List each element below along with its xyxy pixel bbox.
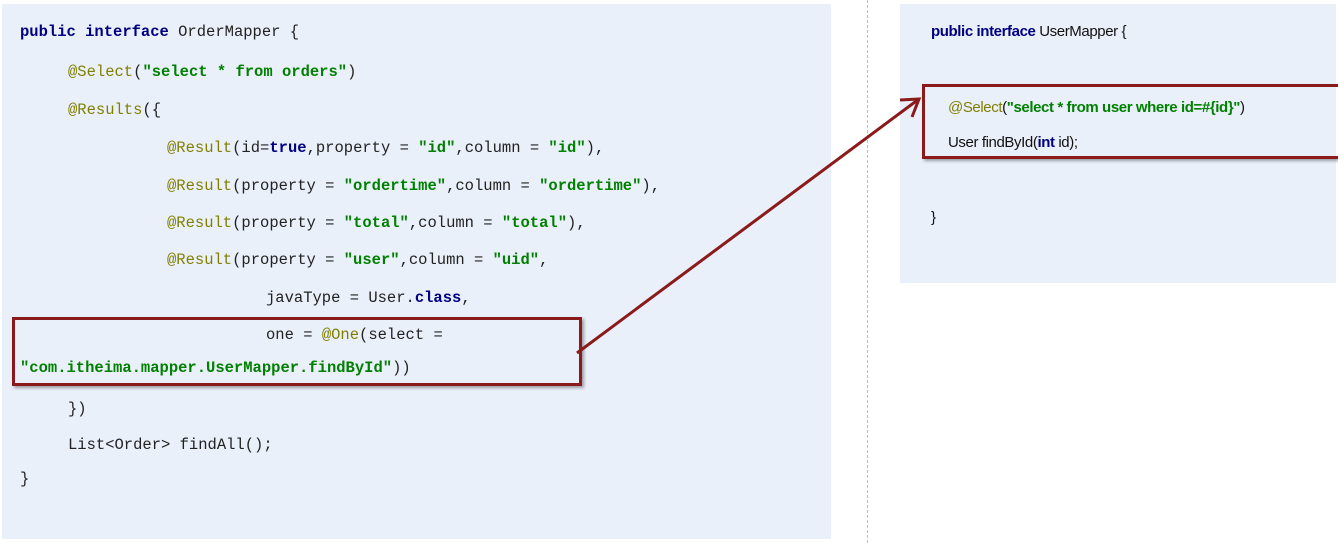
code-line-class-close: } bbox=[20, 470, 30, 488]
code-line-result-ordertime: @Result(property = "ordertime",column = … bbox=[167, 177, 661, 195]
code-line-results-open: @Results({ bbox=[68, 101, 162, 119]
arrow-head-icon bbox=[899, 97, 922, 118]
user-code-line-interface-decl: public interface UserMapper { bbox=[931, 23, 1127, 40]
code-line-find-all: List<Order> findAll(); bbox=[68, 436, 273, 454]
user-code-line-class-close: } bbox=[931, 209, 936, 226]
code-line-results-close: }) bbox=[68, 400, 87, 418]
code-line-interface-decl: public interface OrderMapper { bbox=[20, 23, 300, 41]
find-by-id-highlight-box bbox=[922, 84, 1338, 159]
arrow-shaft bbox=[576, 97, 920, 355]
code-line-result-user: @Result(property = "user",column = "uid"… bbox=[167, 251, 549, 269]
code-line-select: @Select("select * from orders") bbox=[68, 63, 357, 81]
order-mapper-code-panel bbox=[2, 4, 831, 539]
code-line-one-target: "com.itheima.mapper.UserMapper.findById"… bbox=[20, 359, 411, 377]
user-code-line-find-by-id: User findById(int id); bbox=[948, 134, 1078, 151]
user-mapper-code-panel bbox=[900, 4, 1336, 283]
code-line-result-id: @Result(id=true,property = "id",column =… bbox=[167, 139, 605, 157]
user-code-line-select: @Select("select * from user where id=#{i… bbox=[948, 99, 1245, 116]
code-line-one-select: one = @One(select = bbox=[266, 326, 443, 344]
code-line-java-type: javaType = User.class, bbox=[266, 289, 471, 307]
code-line-result-total: @Result(property = "total",column = "tot… bbox=[167, 214, 586, 232]
panel-divider bbox=[867, 0, 868, 543]
